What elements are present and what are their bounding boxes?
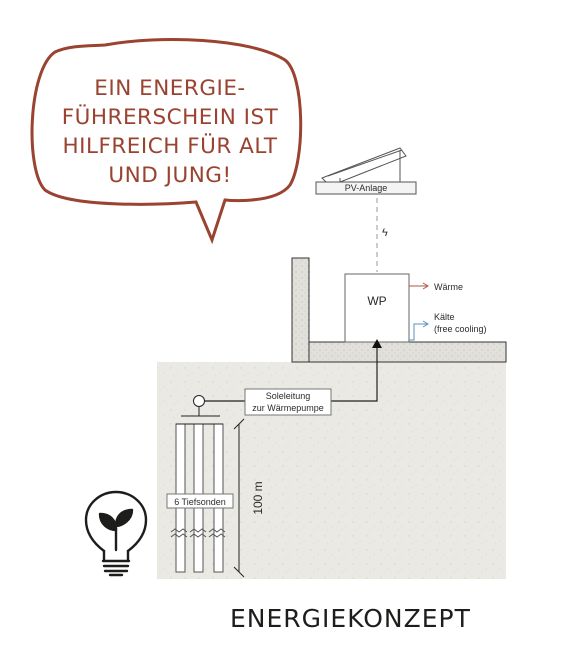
pv-panel-icon xyxy=(321,147,407,187)
lightning-icon: ϟ xyxy=(382,227,388,239)
depth-dimension xyxy=(233,418,245,578)
depth-label: 100 m xyxy=(251,481,265,514)
brine-label-box xyxy=(244,388,332,416)
speech-bubble-text: EIN ENERGIE- FÜHRERSCHEIN IST HILFREICH … xyxy=(60,74,280,190)
bubble-line-1: EIN ENERGIE- xyxy=(94,76,246,101)
bubble-line-3: HILFREICH FÜR ALT xyxy=(62,134,278,159)
page-title: ENERGIEKONZEPT xyxy=(230,604,471,633)
manifold-node xyxy=(193,395,205,407)
cold-label-2: (free cooling) xyxy=(434,324,487,334)
pv-label: PV-Anlage xyxy=(345,183,388,193)
heat-pump-box xyxy=(344,273,410,343)
building-wall xyxy=(291,257,310,363)
floor-slab xyxy=(308,341,507,363)
heat-label: Wärme xyxy=(434,282,463,292)
cold-arrow xyxy=(409,323,427,341)
brine-label-2: zur Wärmepumpe xyxy=(252,403,324,413)
lightbulb-plant-icon xyxy=(84,490,148,577)
brine-arrow xyxy=(372,339,382,348)
brine-label-1: Soleleitung xyxy=(266,391,311,401)
probes-label-box xyxy=(166,493,234,509)
pv-label-box xyxy=(315,181,417,195)
probe-break-marks xyxy=(170,528,226,538)
probes-label: 6 Tiefsonden xyxy=(174,497,226,507)
heat-pump-label: WP xyxy=(367,294,386,308)
cold-label-1: Kälte xyxy=(434,312,455,322)
speech-bubble xyxy=(30,38,303,245)
bubble-line-4: UND JUNG! xyxy=(108,163,232,188)
bubble-line-2: FÜHRERSCHEIN IST xyxy=(61,105,279,130)
